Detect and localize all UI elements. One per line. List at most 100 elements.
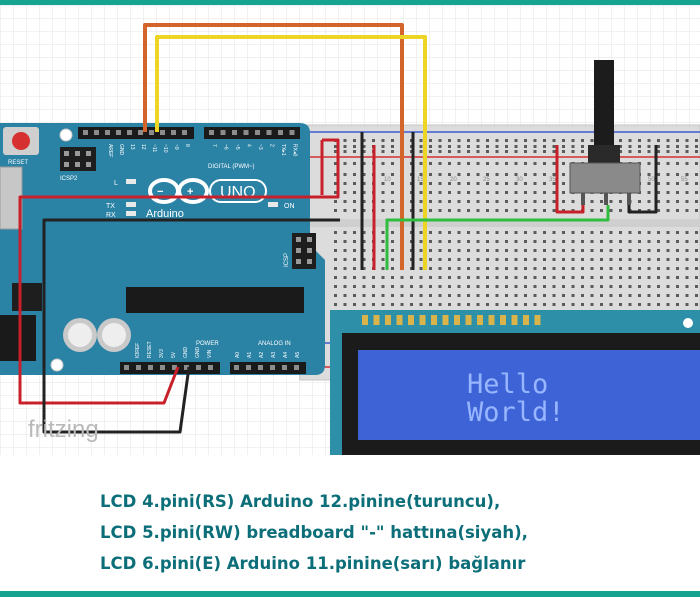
breadboard-hole (628, 139, 632, 142)
breadboard-hole (533, 191, 537, 194)
breadboard-hole (657, 191, 660, 194)
potentiometer-body (569, 162, 641, 194)
digital-pin (171, 130, 176, 135)
breadboard-hole (362, 209, 366, 212)
breadboard-hole (647, 191, 651, 194)
breadboard-hole (438, 150, 442, 153)
breadboard-hole (343, 145, 347, 148)
breadboard-hole (419, 162, 423, 165)
breadboard-hole (362, 191, 366, 194)
lcd-pin (431, 315, 437, 325)
breadboard-hole (353, 162, 356, 165)
breadboard-hole (562, 285, 565, 288)
breadboard-hole (514, 294, 518, 297)
breadboard-hole (533, 267, 537, 270)
breadboard-hole (429, 191, 432, 194)
breadboard-hole (429, 258, 432, 261)
mounting-hole-bottom (50, 358, 64, 372)
breadboard-hole (685, 173, 689, 176)
reset-button[interactable] (12, 132, 30, 150)
breadboard-hole (619, 139, 622, 142)
breadboard-hole (619, 294, 622, 297)
breadboard-hole (638, 231, 641, 234)
breadboard-hole (533, 240, 537, 243)
breadboard-hole (457, 231, 461, 234)
breadboard-hole (657, 285, 660, 288)
lcd-pin (362, 315, 368, 325)
breadboard-hole (476, 182, 480, 185)
breadboard-hole (381, 145, 385, 148)
breadboard-hole (695, 162, 698, 165)
breadboard-hole (695, 231, 698, 234)
breadboard-hole (429, 145, 432, 148)
breadboard-hole (419, 285, 423, 288)
breadboard-hole (486, 139, 489, 142)
breadboard-hole (666, 276, 670, 279)
breadboard-hole (562, 200, 565, 203)
breadboard-hole (581, 139, 584, 142)
breadboard-hole (429, 173, 432, 176)
breadboard-hole (448, 231, 451, 234)
breadboard-hole (495, 150, 499, 153)
breadboard-hole (391, 139, 394, 142)
breadboard-hole (685, 303, 689, 306)
breadboard-hole (334, 209, 337, 212)
breadboard-hole (362, 276, 366, 279)
breadboard-hole (334, 162, 337, 165)
digital-pin (232, 130, 237, 135)
breadboard-hole (429, 249, 432, 252)
breadboard-hole (543, 231, 546, 234)
breadboard-hole (448, 303, 451, 306)
breadboard-hole (552, 294, 556, 297)
breadboard-hole (628, 145, 632, 148)
breadboard-hole (685, 276, 689, 279)
breadboard-hole (467, 162, 470, 165)
breadboard-hole (381, 240, 385, 243)
breadboard-hole (381, 150, 385, 153)
breadboard-hole (647, 240, 651, 243)
power-pin-label: 3V3 (159, 349, 165, 358)
breadboard-hole (695, 173, 698, 176)
breadboard-hole (419, 200, 423, 203)
breadboard-hole (476, 150, 480, 153)
breadboard-hole (647, 182, 651, 185)
breadboard-hole (429, 139, 432, 142)
breadboard-hole (495, 249, 499, 252)
uno-badge (209, 179, 267, 203)
breadboard-hole (457, 173, 461, 176)
breadboard-hole (391, 276, 394, 279)
breadboard-hole (381, 139, 385, 142)
breadboard-hole (543, 294, 546, 297)
bottom-accent-bar (0, 591, 700, 597)
breadboard-hole (543, 240, 546, 243)
lcd-pin (396, 315, 403, 325)
breadboard-hole (628, 249, 632, 252)
power-pin (184, 365, 189, 370)
breadboard-hole (666, 162, 670, 165)
lcd-pin (373, 315, 380, 325)
breadboard-hole (495, 294, 499, 297)
digital-pin (94, 130, 99, 135)
breadboard-hole (552, 231, 556, 234)
breadboard-hole (695, 276, 698, 279)
potentiometer-leg-2 (604, 193, 608, 205)
breadboard-hole (619, 276, 622, 279)
digital-pin-label: ~6 (223, 144, 229, 150)
breadboard-hole (362, 182, 366, 185)
breadboard-hole (400, 285, 404, 288)
digital-pin-label: ~3 (257, 144, 263, 150)
breadboard-column-label: 30 (516, 177, 523, 183)
breadboard-hole (486, 191, 489, 194)
breadboard-hole (438, 231, 442, 234)
breadboard-hole (657, 173, 660, 176)
breadboard-hole (590, 240, 594, 243)
breadboard-hole (657, 150, 660, 153)
breadboard-hole (429, 303, 432, 306)
breadboard-hole (343, 267, 347, 270)
analog-pin-label: A2 (259, 352, 265, 358)
digital-pin (83, 130, 88, 135)
potentiometer (569, 60, 641, 205)
breadboard-hole (562, 162, 565, 165)
breadboard-hole (505, 150, 508, 153)
